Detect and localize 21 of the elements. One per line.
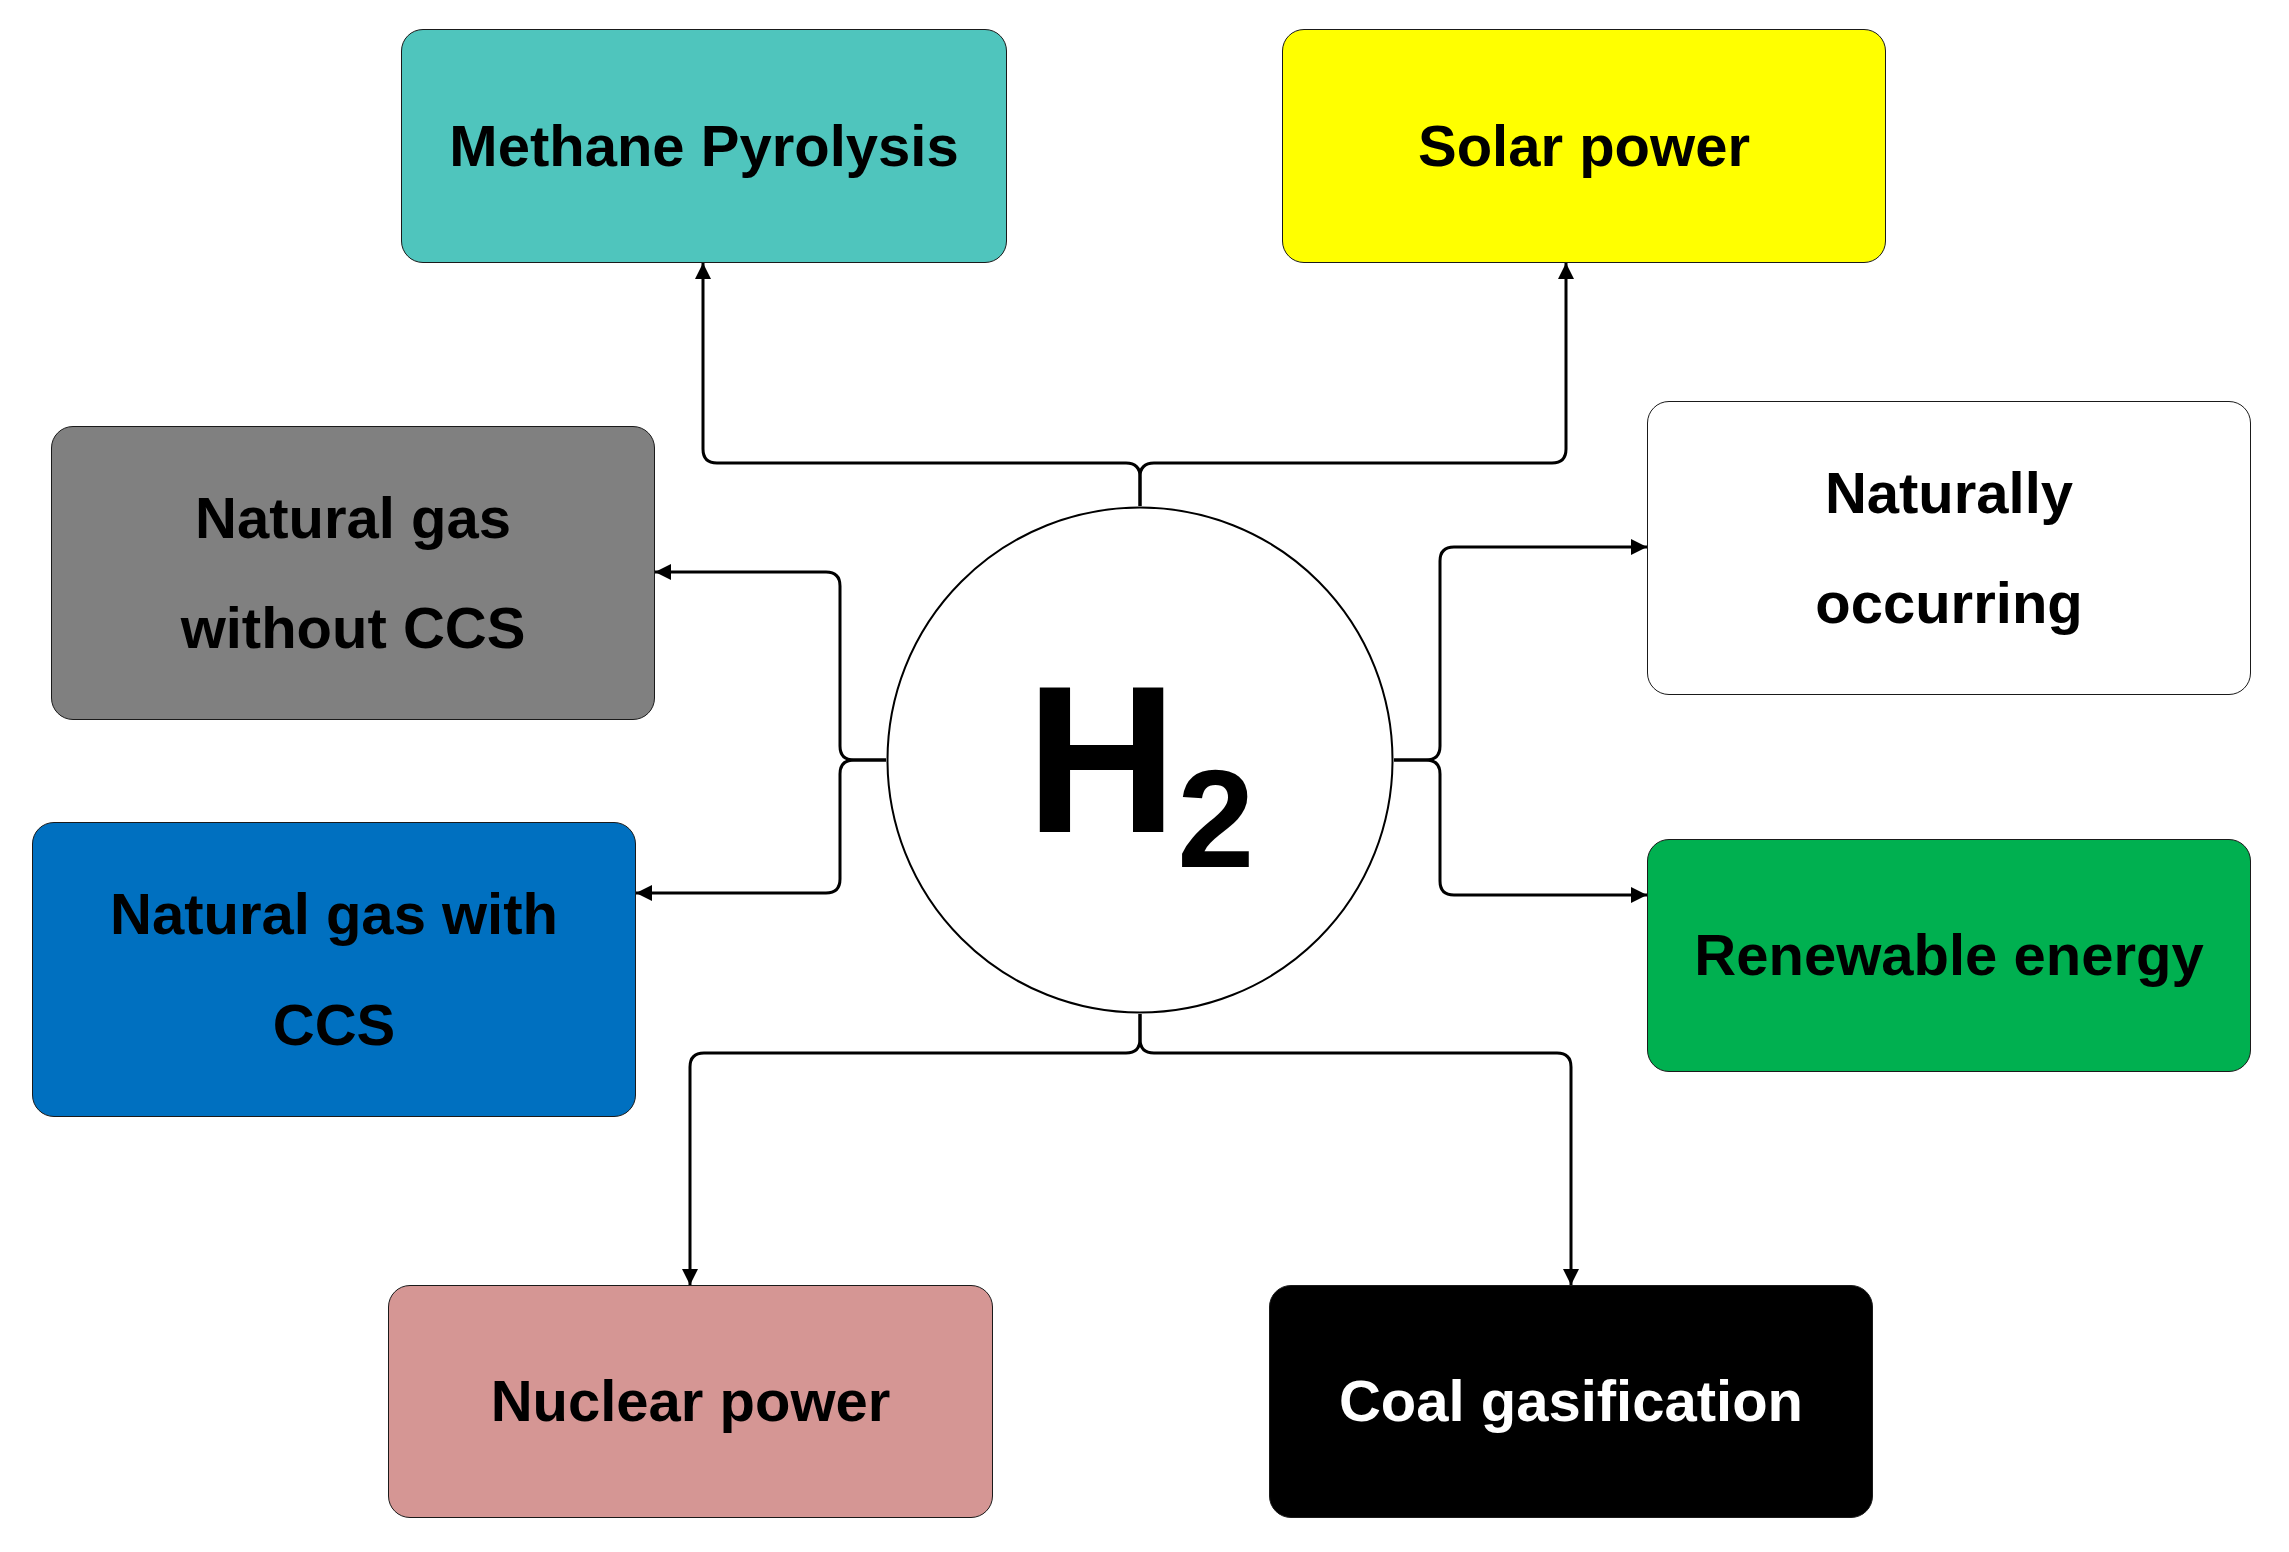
source-box (51, 426, 655, 720)
box-label: Natural gas with CCS (109, 880, 559, 1059)
connector-arrow (1394, 758, 1647, 903)
connector-arrow (1138, 263, 1574, 506)
connector-arrow (636, 758, 886, 901)
box-label: Nuclear power (490, 1367, 891, 1436)
source-box (32, 822, 636, 1117)
formula-label: H$_{2}$ (1025, 655, 1255, 865)
box-label: Methane Pyrolysis (449, 111, 959, 180)
box-label: Natural gas without CCS (179, 483, 527, 662)
source-box (1282, 29, 1886, 263)
source-box (401, 29, 1007, 263)
box-label: Naturally occurring (1814, 458, 2084, 637)
source-box (1647, 401, 2251, 695)
source-box (388, 1285, 993, 1518)
box-label: Renewable energy (1694, 921, 2204, 990)
source-box (1269, 1285, 1873, 1518)
box-label: Coal gasification (1338, 1367, 1804, 1436)
connector-arrow (1138, 1014, 1579, 1285)
box-label: Solar power (1418, 111, 1750, 180)
source-box (1647, 839, 2251, 1072)
